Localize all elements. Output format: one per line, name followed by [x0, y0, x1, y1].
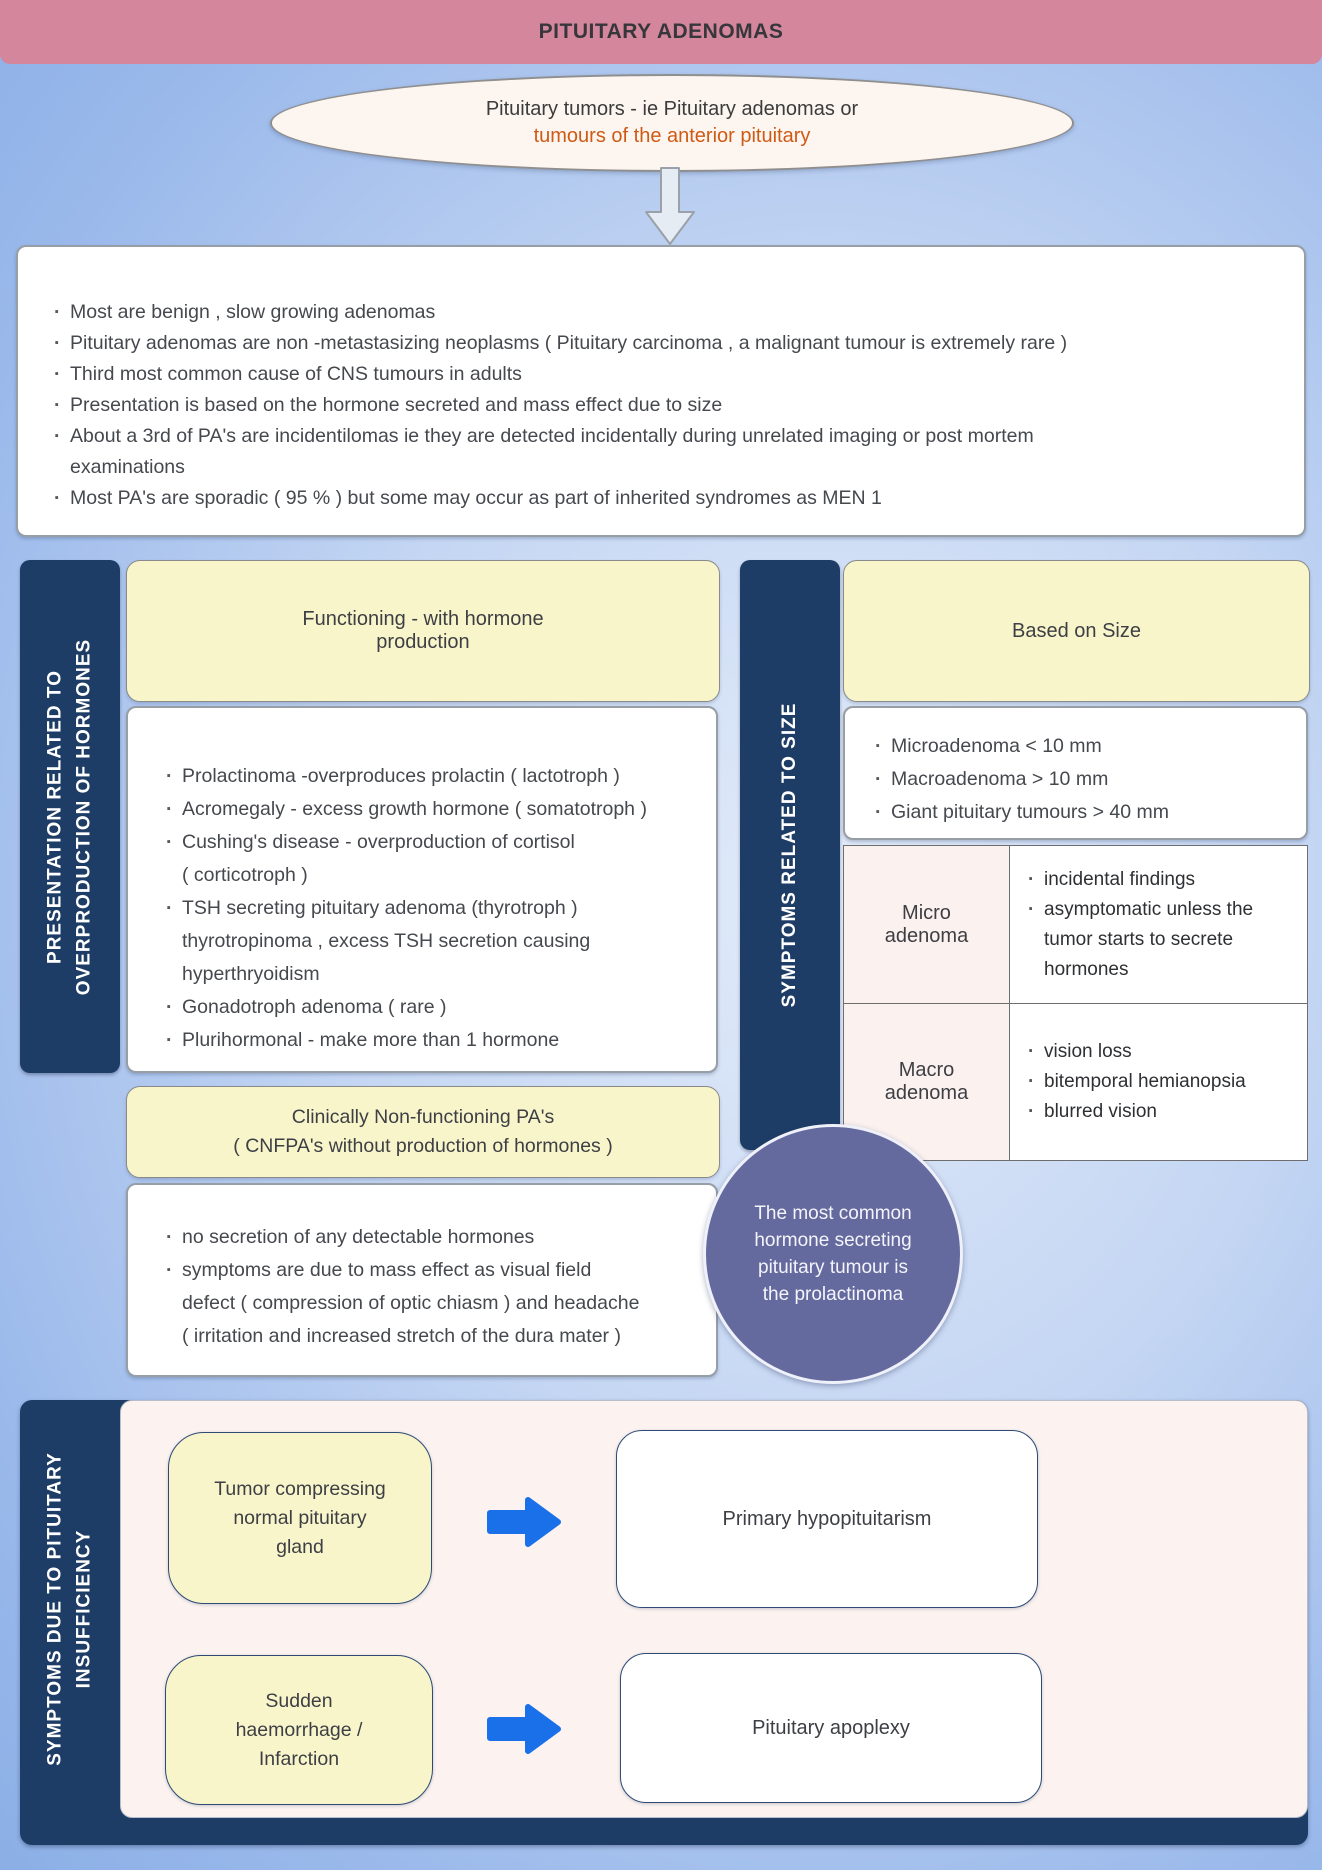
nonfunctioning-panel: no secretion of any detectable hormones …	[126, 1183, 718, 1377]
nonfunctioning-bullet: symptoms are due to mass effect as visua…	[162, 1254, 704, 1353]
size-sidebar: SYMPTOMS RELATED TO SIZE	[740, 560, 840, 1150]
overview-bullet: Presentation is based on the hormone sec…	[50, 390, 1284, 421]
functioning-bullet: TSH secreting pituitary adenoma (thyrotr…	[162, 892, 702, 991]
functioning-bullet: Plurihormonal - make more than 1 hormone	[162, 1024, 702, 1057]
hormone-sidebar: PRESENTATION RELATED TO OVERPRODUCTION O…	[20, 560, 120, 1073]
right-arrow-icon	[487, 1497, 561, 1547]
table-row-macroadenoma: Macro adenoma vision loss bitemporal hem…	[843, 1003, 1308, 1161]
page-title: PITUITARY ADENOMAS	[538, 20, 784, 43]
row-bullet: bitemporal hemianopsia	[1024, 1067, 1299, 1097]
intro-line-2: tumours of the anterior pituitary	[533, 125, 811, 147]
adenoma-table: Micro adenoma incidental findings asympt…	[843, 845, 1308, 1161]
result-box-primary-hypopituitarism: Primary hypopituitarism	[616, 1430, 1038, 1608]
functioning-header: Functioning - with hormone production	[126, 560, 720, 702]
functioning-bullet: Gonadotroph adenoma ( rare )	[162, 991, 702, 1024]
overview-bullet: Most are benign , slow growing adenomas	[50, 297, 1284, 328]
row-bullet: vision loss	[1024, 1037, 1299, 1067]
row-bullet: incidental findings	[1024, 865, 1299, 895]
overview-bullet: Third most common cause of CNS tumours i…	[50, 359, 1284, 390]
overview-bullet: Most PA's are sporadic ( 95 % ) but some…	[50, 483, 1284, 514]
overview-panel: Most are benign , slow growing adenomas …	[16, 245, 1306, 537]
functioning-panel: Prolactinoma -overproduces prolactin ( l…	[126, 706, 718, 1073]
size-bullet: Macroadenoma > 10 mm	[871, 763, 1296, 796]
table-row-microadenoma: Micro adenoma incidental findings asympt…	[843, 845, 1308, 1004]
size-bullet: Microadenoma < 10 mm	[871, 730, 1296, 763]
nonfunctioning-header: Clinically Non-functioning PA's ( CNFPA'…	[126, 1086, 720, 1178]
functioning-bullet: Cushing's disease - overproduction of co…	[162, 826, 702, 892]
size-sidebar-label: SYMPTOMS RELATED TO SIZE	[778, 702, 800, 1008]
row-label: Micro adenoma	[843, 845, 1010, 1004]
nonfunctioning-bullet: no secretion of any detectable hormones	[162, 1221, 704, 1254]
functioning-bullet: Prolactinoma -overproduces prolactin ( l…	[162, 760, 702, 793]
insufficiency-sidebar: SYMPTOMS DUE TO PITUITARY INSUFFICIENCY	[20, 1400, 120, 1818]
right-arrow-icon	[487, 1704, 561, 1754]
insufficiency-sidebar-label: SYMPTOMS DUE TO PITUITARY INSUFFICIENCY	[44, 1452, 95, 1766]
cause-box-tumor-compression: Tumor compressing normal pituitary gland	[168, 1432, 432, 1604]
row-bullet: blurred vision	[1024, 1097, 1299, 1127]
down-arrow-icon	[645, 167, 695, 245]
size-panel: Microadenoma < 10 mm Macroadenoma > 10 m…	[843, 706, 1308, 840]
hormone-sidebar-label: PRESENTATION RELATED TO OVERPRODUCTION O…	[44, 638, 95, 995]
header-bar: PITUITARY ADENOMAS	[0, 0, 1322, 64]
prolactinoma-note: The most common hormone secreting pituit…	[703, 1124, 963, 1384]
row-bullet: asymptomatic unless the tumor starts to …	[1024, 895, 1299, 985]
intro-bubble: Pituitary tumors - ie Pituitary adenomas…	[270, 74, 1074, 172]
cause-box-haemorrhage: Sudden haemorrhage / Infarction	[165, 1655, 433, 1805]
overview-bullet: About a 3rd of PA's are incidentilomas i…	[50, 421, 1284, 483]
size-header: Based on Size	[843, 560, 1310, 702]
intro-line-1: Pituitary tumors - ie Pituitary adenomas…	[485, 98, 859, 120]
size-bullet: Giant pituitary tumours > 40 mm	[871, 796, 1296, 829]
result-box-apoplexy: Pituitary apoplexy	[620, 1653, 1042, 1803]
overview-bullet: Pituitary adenomas are non -metastasizin…	[50, 328, 1284, 359]
functioning-bullet: Acromegaly - excess growth hormone ( som…	[162, 793, 702, 826]
